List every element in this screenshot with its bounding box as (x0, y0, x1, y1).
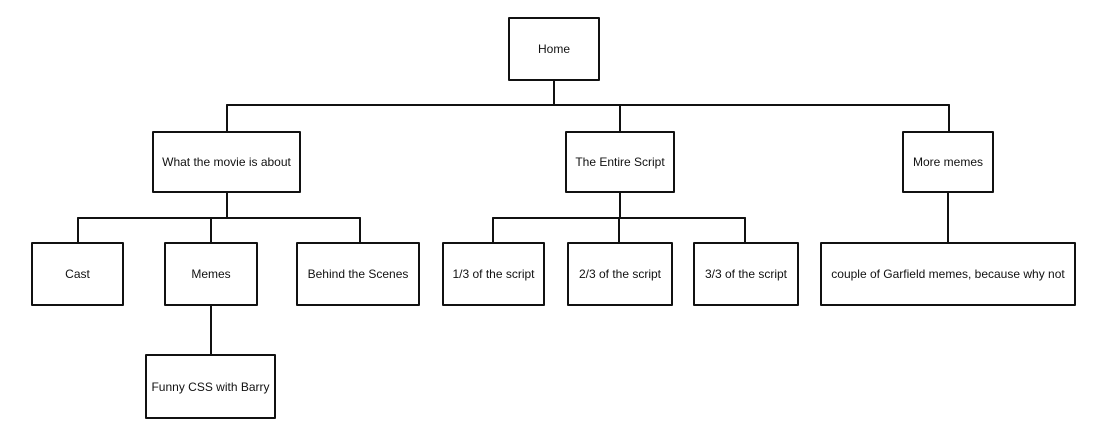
node-garfield-memes: couple of Garfield memes, because why no… (820, 242, 1076, 306)
node-script-label: The Entire Script (575, 155, 665, 169)
node-script-part-3: 3/3 of the script (693, 242, 799, 306)
node-behind-the-scenes: Behind the Scenes (296, 242, 420, 306)
node-home-label: Home (537, 42, 570, 56)
node-script-part-3-label: 3/3 of the script (704, 267, 788, 281)
node-about-label: What the movie is about (162, 155, 291, 169)
node-cast: Cast (31, 242, 124, 306)
node-script-part-1: 1/3 of the script (442, 242, 545, 306)
node-garfield-label: couple of Garfield memes, because why no… (831, 267, 1065, 281)
node-more-memes-label: More memes (912, 155, 983, 169)
node-home: Home (508, 17, 600, 81)
node-funny-css-with-barry: Funny CSS with Barry (145, 354, 276, 419)
node-memes: Memes (164, 242, 258, 306)
node-entire-script: The Entire Script (565, 131, 675, 193)
node-funny-css-label: Funny CSS with Barry (151, 379, 270, 394)
node-behind-scenes-label: Behind the Scenes (307, 267, 409, 281)
node-what-the-movie-is-about: What the movie is about (152, 131, 301, 193)
node-script-part-1-label: 1/3 of the script (452, 267, 535, 281)
node-script-part-2: 2/3 of the script (567, 242, 673, 306)
node-memes-label: Memes (191, 267, 231, 281)
node-script-part-2-label: 2/3 of the script (578, 267, 662, 281)
node-cast-label: Cast (65, 267, 90, 281)
node-more-memes: More memes (902, 131, 994, 193)
